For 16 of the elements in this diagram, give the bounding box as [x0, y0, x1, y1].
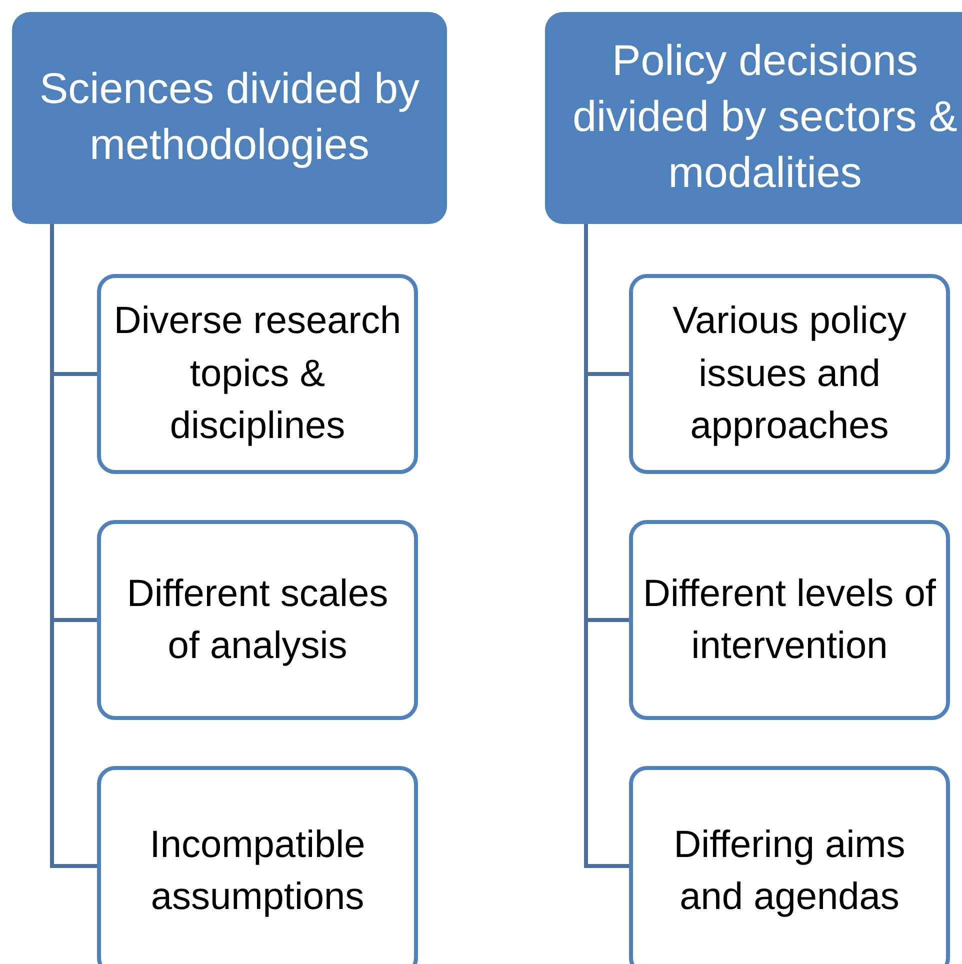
header-box — [545, 12, 962, 224]
item-box — [97, 520, 418, 720]
box-text: Differing aims and agendas — [672, 822, 906, 920]
box-text: Various policy issues and approaches — [672, 299, 908, 450]
item-box — [629, 520, 950, 720]
box-text: Diverse research topics & disciplines — [112, 299, 402, 450]
box-text: Policy decisions divided by sectors & modalities — [572, 36, 958, 199]
box-text: Different scales of analysis — [126, 572, 390, 669]
box-text: Incompatible assumptions — [148, 822, 366, 920]
item-box — [629, 274, 950, 474]
box-text: Sciences divided by methodologies — [38, 64, 421, 171]
header-box — [12, 12, 447, 224]
item-box — [97, 766, 418, 964]
item-box — [97, 274, 418, 474]
box-text: Different levels of intervention — [642, 572, 937, 669]
item-box — [629, 766, 950, 964]
